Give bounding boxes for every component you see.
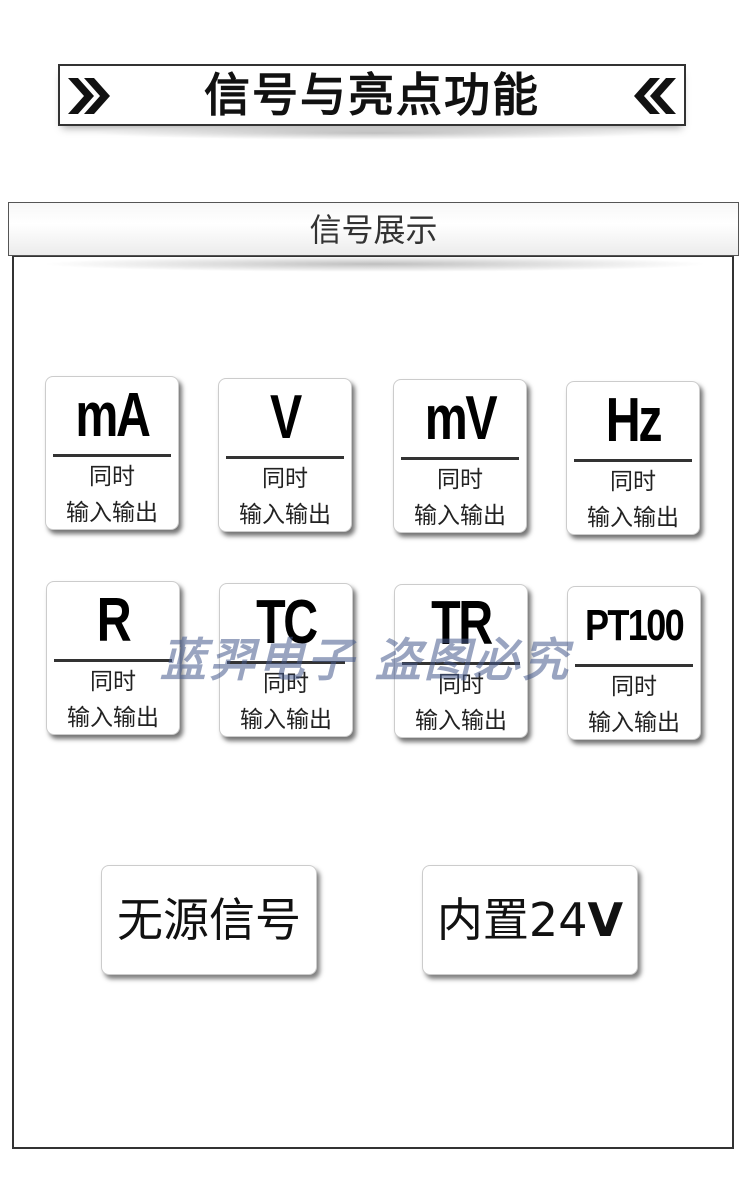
card-v[interactable]: V 同时 输入输出 bbox=[218, 378, 352, 532]
card-line2: 输入输出 bbox=[240, 707, 332, 733]
card-line1: 同时 bbox=[611, 674, 657, 700]
card-line2: 输入输出 bbox=[587, 505, 679, 531]
card-line2: 输入输出 bbox=[414, 503, 506, 529]
card-unit: R bbox=[96, 586, 132, 655]
card-r[interactable]: R 同时 输入输出 bbox=[46, 581, 180, 735]
card-line2: 输入输出 bbox=[239, 502, 331, 528]
card-hz[interactable]: Hz 同时 输入输出 bbox=[566, 381, 700, 535]
double-chevron-left-icon bbox=[634, 78, 676, 114]
watermark: 蓝羿电子 盗图必究 bbox=[160, 633, 572, 687]
divider bbox=[401, 457, 519, 460]
banner-shadow bbox=[90, 126, 660, 140]
card-tr[interactable]: TR 同时 输入输出 bbox=[394, 584, 528, 738]
card-line1: 同时 bbox=[89, 464, 135, 490]
card-line2: 输入输出 bbox=[415, 708, 507, 734]
builtin-24v-button[interactable]: 内置24V bbox=[422, 865, 638, 975]
card-unit: TC bbox=[256, 588, 318, 657]
builtin-24v-unit: V bbox=[587, 893, 624, 947]
card-tc[interactable]: TC 同时 输入输出 bbox=[219, 583, 353, 737]
panel-header: 信号展示 bbox=[8, 202, 739, 256]
divider bbox=[227, 661, 345, 664]
card-mv[interactable]: mV 同时 输入输出 bbox=[393, 379, 527, 533]
card-unit: TR bbox=[431, 589, 493, 658]
card-unit: mV bbox=[424, 384, 498, 453]
divider bbox=[54, 659, 172, 662]
card-unit: PT100 bbox=[584, 601, 685, 650]
builtin-24v-label: 内置24 bbox=[436, 893, 588, 947]
divider bbox=[402, 662, 520, 665]
divider bbox=[226, 456, 344, 459]
card-line2: 输入输出 bbox=[588, 710, 680, 736]
passive-signal-button[interactable]: 无源信号 bbox=[101, 865, 317, 975]
card-line2: 输入输出 bbox=[67, 705, 159, 731]
card-unit: Hz bbox=[605, 386, 663, 455]
card-pt100[interactable]: PT100 同时 输入输出 bbox=[567, 586, 701, 740]
card-line1: 同时 bbox=[262, 466, 308, 492]
card-line1: 同时 bbox=[90, 669, 136, 695]
card-line1: 同时 bbox=[437, 467, 483, 493]
divider bbox=[575, 664, 693, 667]
card-line1: 同时 bbox=[438, 672, 484, 698]
title-banner: 信号与亮点功能 bbox=[58, 64, 686, 126]
header-shadow bbox=[40, 256, 710, 272]
card-unit: V bbox=[270, 383, 302, 452]
card-unit: mA bbox=[75, 381, 151, 450]
divider bbox=[574, 459, 692, 462]
card-ma[interactable]: mA 同时 输入输出 bbox=[45, 376, 179, 530]
divider bbox=[53, 454, 171, 457]
double-chevron-right-icon bbox=[68, 78, 110, 114]
card-line2: 输入输出 bbox=[66, 500, 158, 526]
banner-title: 信号与亮点功能 bbox=[204, 68, 540, 122]
card-line1: 同时 bbox=[263, 671, 309, 697]
card-line1: 同时 bbox=[610, 469, 656, 495]
